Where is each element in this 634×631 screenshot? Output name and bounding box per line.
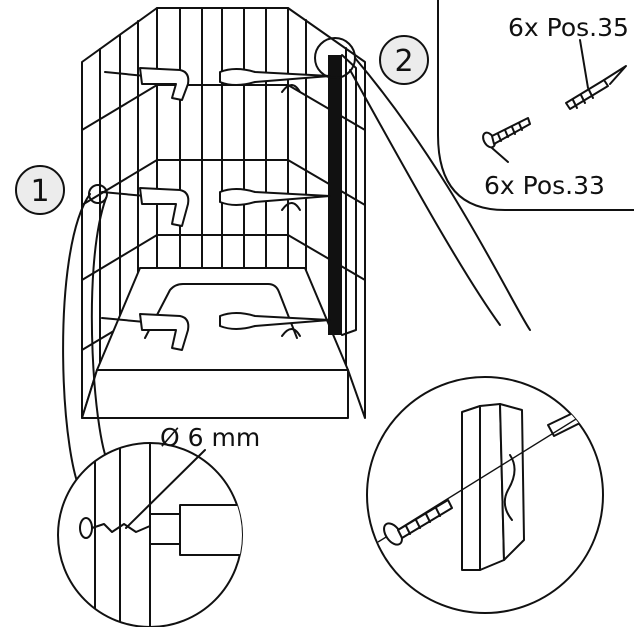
svg-text:1: 1 — [30, 174, 49, 209]
parts-panel-border — [437, 0, 634, 211]
parts-panel: 6x Pos.35 6x Pos.33 — [437, 0, 634, 211]
wall-plug-icon — [565, 39, 627, 110]
step-2-marker: 2 — [379, 35, 429, 85]
screw-icon — [482, 117, 531, 163]
screwdriver-icon — [219, 312, 331, 330]
callout-connectors — [62, 37, 531, 499]
drill-row-middle — [101, 187, 331, 227]
diameter-leader — [125, 449, 206, 529]
drill-icon — [139, 67, 190, 101]
rotate-arrow-icon — [281, 84, 301, 93]
svg-text:2: 2 — [394, 44, 413, 79]
pos33-label: 6x Pos.33 — [484, 171, 605, 200]
detail-drilling: Ø 6 mm — [57, 423, 260, 628]
profile-slot — [503, 454, 516, 521]
drill-icon — [139, 187, 190, 227]
step-1-marker: 1 — [15, 165, 65, 215]
rotate-arrow-icon — [281, 328, 301, 337]
screw-shaft-detail — [397, 499, 453, 539]
drill-icon — [139, 313, 190, 351]
drill-bit — [91, 523, 151, 533]
drill-diameter-label: Ø 6 mm — [160, 423, 260, 452]
detail-fixing — [366, 376, 604, 614]
screwdriver-icon — [219, 188, 331, 206]
drill-row-bottom — [101, 312, 331, 351]
drill-chuck — [149, 513, 181, 545]
wall-profile — [328, 54, 357, 336]
pos35-label: 6x Pos.35 — [508, 13, 629, 42]
drill-row-top — [104, 67, 331, 101]
rotate-arrow-icon — [281, 202, 301, 211]
drill-hole — [79, 517, 93, 539]
shower-tray — [81, 267, 349, 419]
drill-body — [179, 504, 242, 556]
screwdriver-icon — [219, 68, 331, 86]
shower-enclosure — [81, 7, 366, 419]
back-wall-tiles — [156, 7, 289, 301]
